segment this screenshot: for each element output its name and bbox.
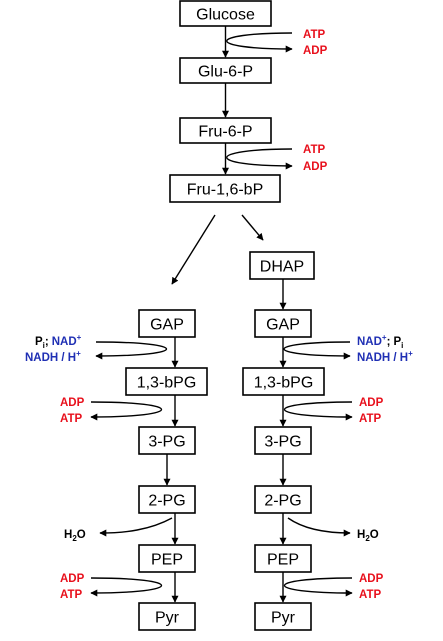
svg-text:DHAP: DHAP [260, 259, 304, 276]
node-left-2-pg: 2-PG [138, 485, 196, 514]
svg-text:Fru-6-P: Fru-6-P [198, 124, 252, 141]
svg-text:PEP: PEP [267, 552, 299, 569]
node-right-pyr: Pyr [254, 602, 312, 631]
node-right-3-pg: 3-PG [254, 426, 312, 455]
label-adp-2: ADP [303, 161, 328, 173]
svg-text:Glu-6-P: Glu-6-P [198, 64, 253, 81]
svg-text:3-PG: 3-PG [264, 434, 301, 451]
node-right-pep: PEP [254, 544, 312, 573]
label-right-adp-2: ADP [359, 573, 384, 585]
cofactor-curve-left-h2o [99, 517, 173, 537]
node-fru-1-6-bp: Fru-1,6-bP [169, 174, 281, 203]
label-left-h2o: H2O [64, 529, 86, 543]
svg-text:2-PG: 2-PG [148, 493, 185, 510]
svg-text:3-PG: 3-PG [148, 434, 185, 451]
node-glu-6-p: Glu-6-P [179, 57, 272, 84]
cofactor-curve-left-atp-1 [90, 401, 162, 421]
svg-text:Pyr: Pyr [155, 610, 180, 627]
cofactor-curve-right-nad [283, 341, 351, 360]
label-left-adp-1: ADP [60, 397, 85, 409]
node-glucose: Glucose [179, 0, 272, 27]
svg-text:GAP: GAP [150, 317, 184, 334]
label-right-h2o: H2O [357, 529, 379, 543]
node-left-pep: PEP [138, 544, 196, 573]
svg-text:GAP: GAP [266, 317, 300, 334]
label-atp-1: ATP [303, 29, 325, 41]
label-adp-1: ADP [303, 45, 328, 57]
label-left-atp-2: ATP [60, 589, 82, 601]
svg-text:1,3-bPG: 1,3-bPG [137, 375, 197, 392]
svg-text:Glucose: Glucose [196, 7, 255, 24]
node-fru-6-p: Fru-6-P [179, 117, 272, 144]
label-right-atp-1: ATP [359, 413, 381, 425]
label-right-nadh: NADH / H+ [357, 349, 413, 364]
cofactor-curve-left-atp-2 [90, 577, 162, 597]
cofactor-curve-left-nad [95, 341, 167, 360]
label-right-nad-pi: NAD+;Pi [357, 333, 403, 350]
cofactor-curve-right-h2o [287, 517, 351, 537]
label-right-adp-1: ADP [359, 397, 384, 409]
label-left-adp-2: ADP [60, 573, 85, 585]
label-left-atp-1: ATP [60, 413, 82, 425]
label-left-pi-nad: Pi;NAD+ [35, 333, 82, 350]
cofactor-curve-atp-1 [226, 32, 293, 53]
svg-text:Pyr: Pyr [271, 610, 296, 627]
label-atp-2: ATP [303, 144, 325, 156]
node-left-gap: GAP [138, 309, 196, 338]
node-right-2-pg: 2-PG [254, 485, 312, 514]
arrow-split-right [241, 214, 264, 241]
node-right-1-3-bpg: 1,3-bPG [242, 367, 325, 396]
svg-text:2-PG: 2-PG [264, 493, 301, 510]
svg-text:1,3-bPG: 1,3-bPG [254, 375, 314, 392]
label-right-atp-2: ATP [359, 589, 381, 601]
node-dhap: DHAP [249, 251, 315, 280]
svg-text:Fru-1,6-bP: Fru-1,6-bP [187, 182, 263, 199]
svg-text:PEP: PEP [151, 552, 183, 569]
node-left-3-pg: 3-PG [138, 426, 196, 455]
cofactor-curve-right-atp-1 [283, 401, 353, 421]
node-right-gap: GAP [254, 309, 312, 338]
label-left-nadh: NADH / H+ [25, 349, 81, 364]
cofactor-curve-right-atp-2 [283, 577, 353, 597]
node-left-pyr: Pyr [138, 602, 196, 631]
cofactor-curve-atp-2 [226, 148, 293, 170]
arrow-split-left [171, 214, 216, 285]
node-left-1-3-bpg: 1,3-bPG [125, 367, 208, 396]
